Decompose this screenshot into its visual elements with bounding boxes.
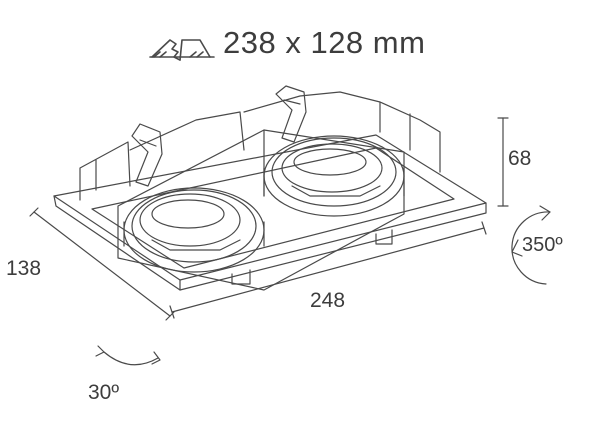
housing-body (79, 91, 441, 201)
lamp-carrier (117, 129, 405, 291)
ceiling-cutout-icon (149, 39, 215, 61)
mounting-tab-left (231, 269, 251, 285)
rotate-arrow-icon (511, 205, 551, 285)
depth-label: 68 (508, 147, 532, 170)
spring-clip-left (131, 123, 163, 187)
tilt-arrow-icon (95, 345, 161, 366)
spring-clip-right (275, 85, 307, 143)
tilt-label: 30º (88, 381, 120, 404)
rotation-label: 350º (522, 234, 563, 256)
right-lamp (263, 135, 405, 217)
left-lamp (123, 187, 265, 273)
cutout-dimension-label: 238 x 128 mm (223, 25, 426, 60)
depth-dimension-line (497, 117, 509, 207)
mounting-tab-right (375, 229, 393, 245)
length-label: 248 (310, 289, 346, 312)
width-label: 138 (6, 257, 42, 280)
length-dimension-line (169, 221, 487, 319)
trim-frame (53, 134, 487, 291)
